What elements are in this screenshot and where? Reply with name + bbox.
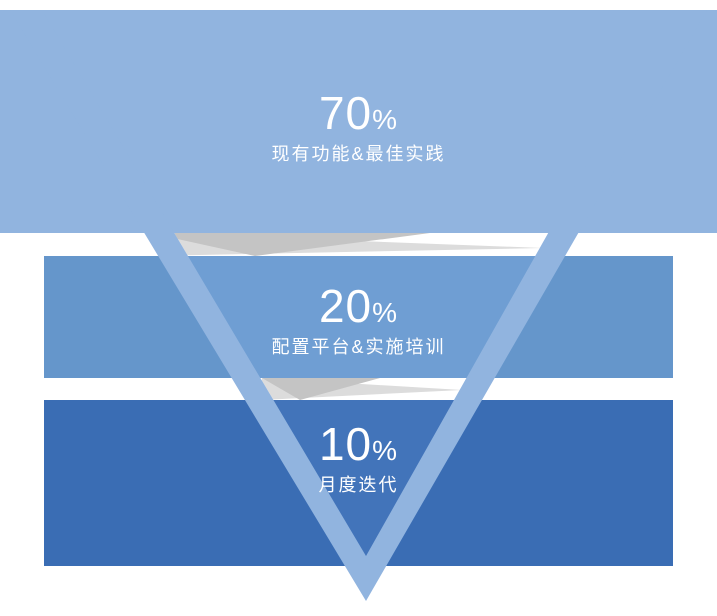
fold-dark-2-decoration [262, 378, 380, 400]
fold-dark-1-decoration [150, 233, 430, 256]
